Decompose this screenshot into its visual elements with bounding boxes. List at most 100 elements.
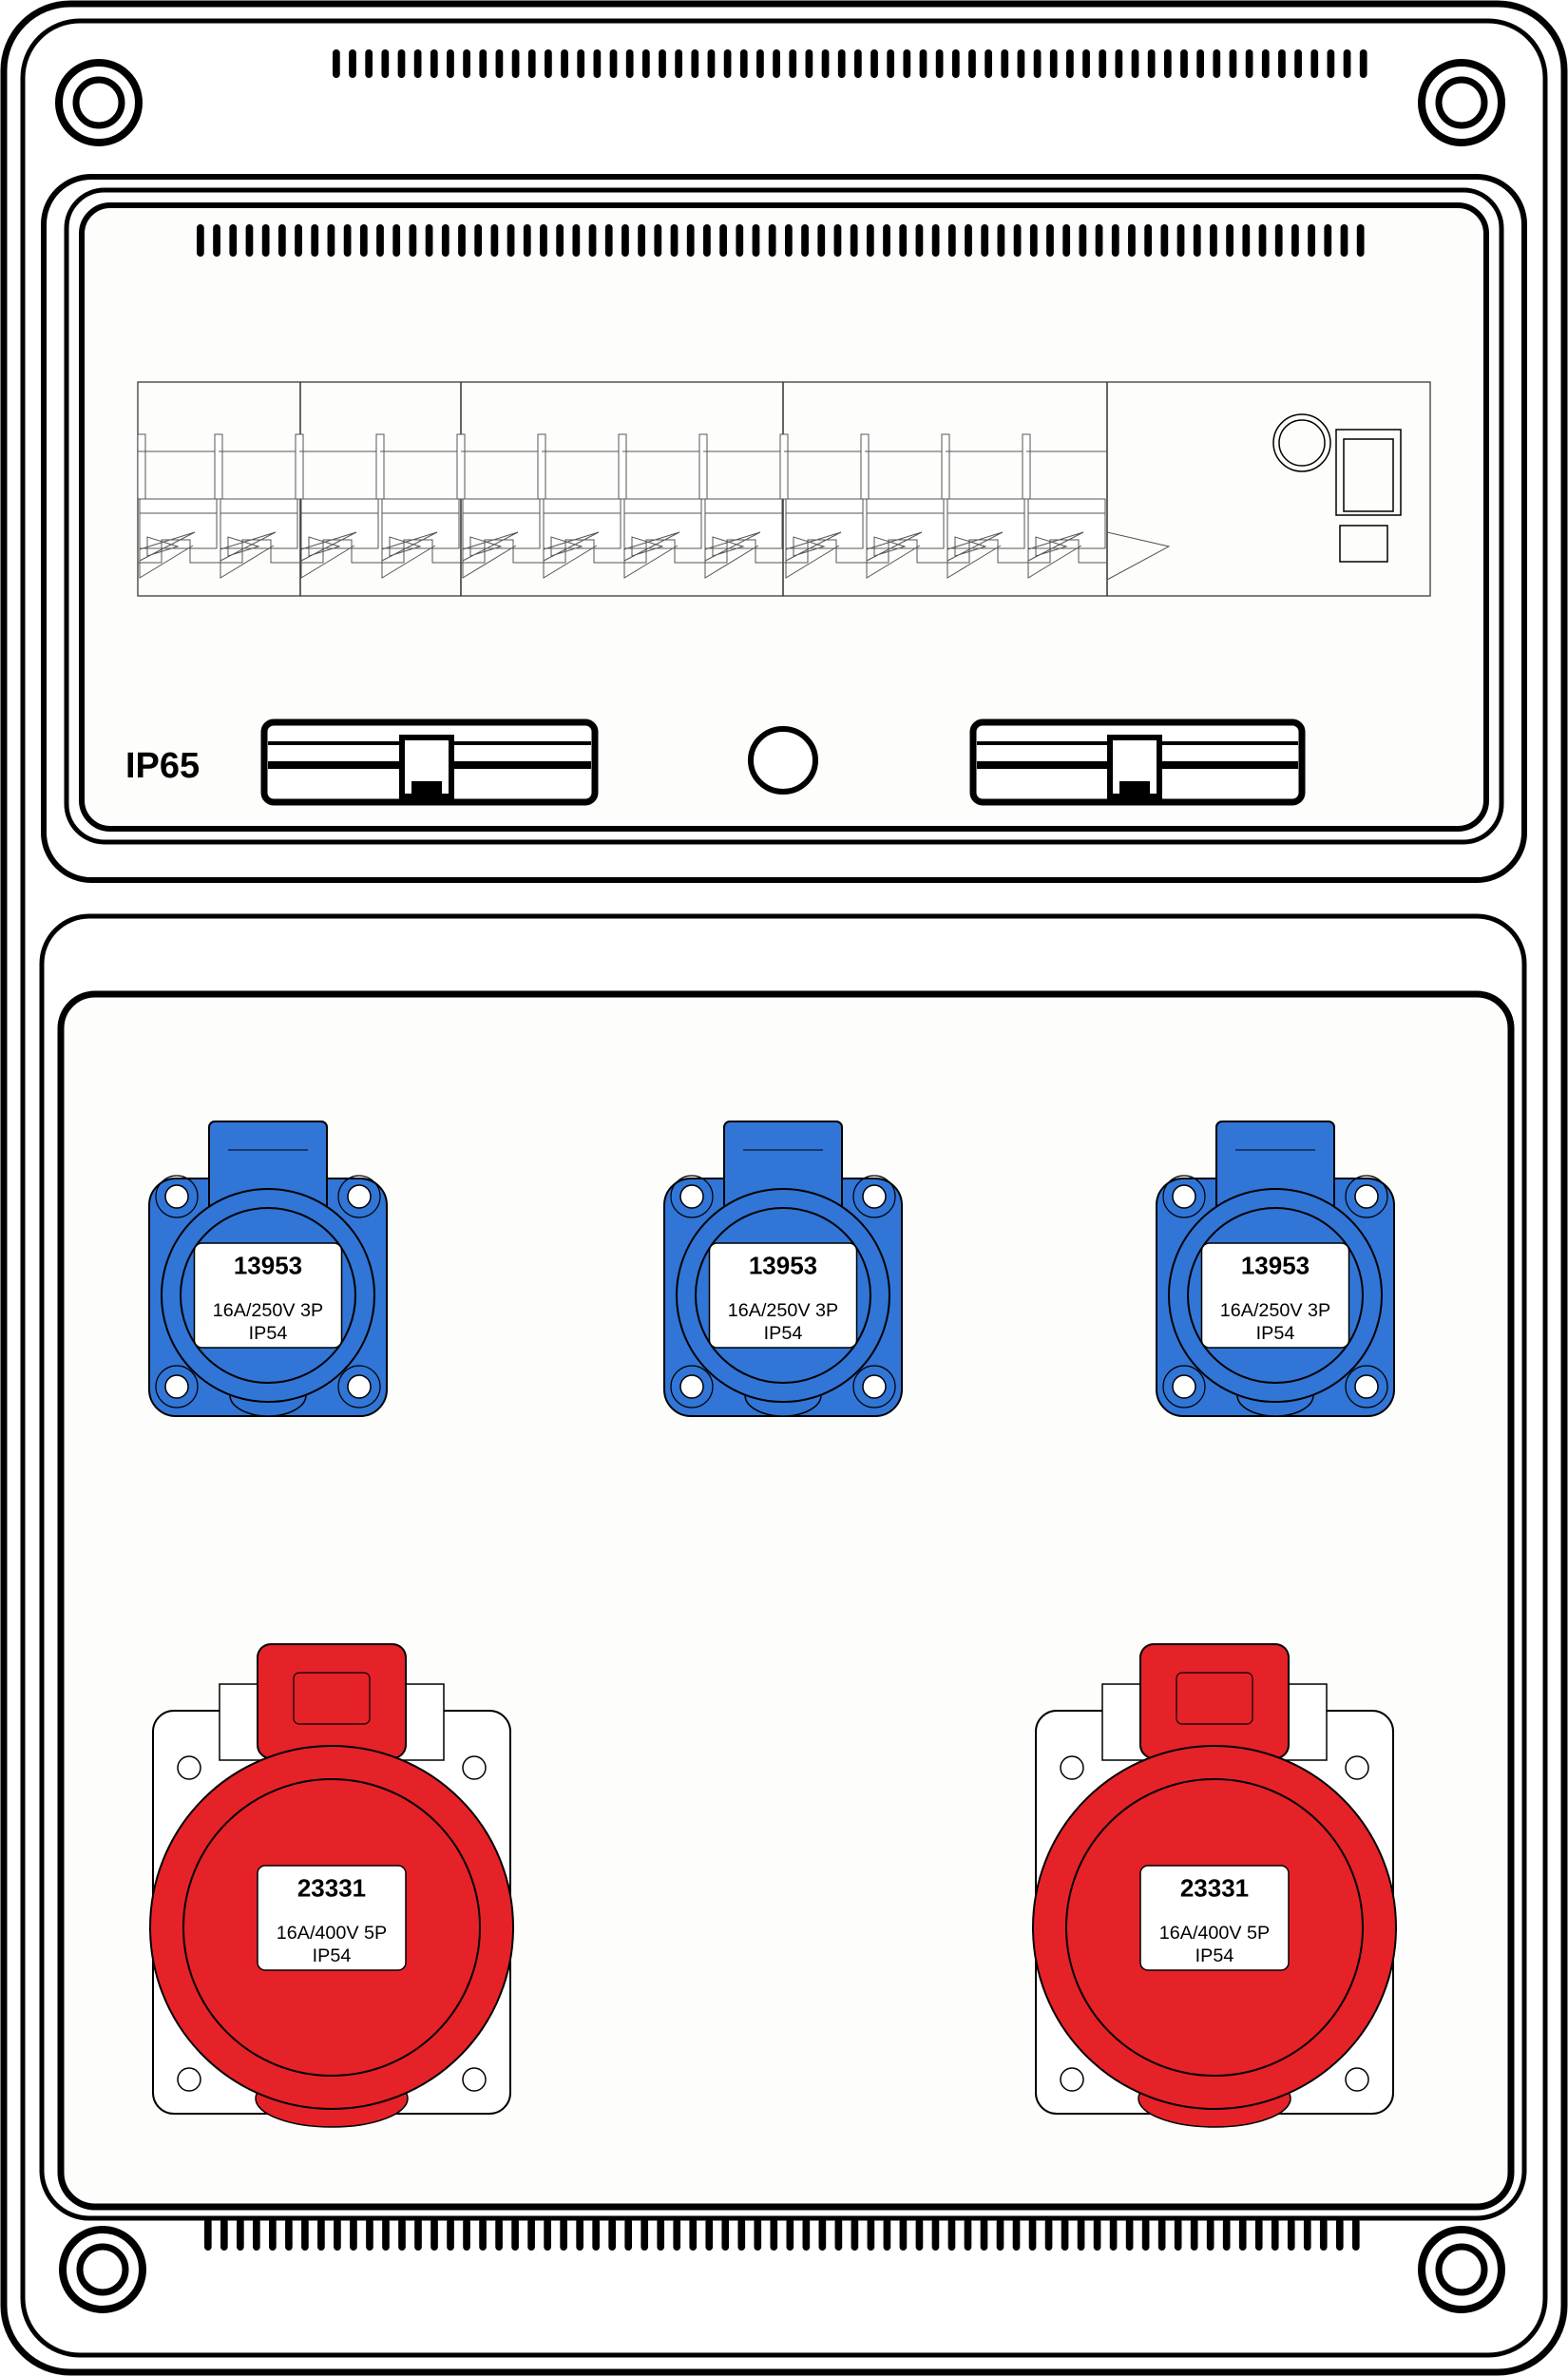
- vent-slot: [495, 2218, 503, 2251]
- socket-spec: 16A/250V 3P: [728, 1300, 838, 1321]
- latch-right[interactable]: [969, 719, 1306, 806]
- mounting-hole: [462, 2067, 487, 2092]
- circuit-breaker[interactable]: [698, 433, 784, 579]
- circuit-breaker[interactable]: [375, 433, 461, 579]
- socket-code: 13953: [234, 1252, 302, 1280]
- mounting-hole: [347, 1184, 372, 1209]
- vent-slot: [768, 224, 776, 257]
- circuit-breaker[interactable]: [779, 433, 865, 579]
- vent-slot: [463, 49, 470, 78]
- vent-slot: [1324, 224, 1332, 257]
- circuit-breaker[interactable]: [456, 433, 542, 579]
- vent-slot: [1131, 49, 1139, 78]
- latch-left[interactable]: [260, 719, 599, 806]
- vent-slot: [854, 49, 862, 78]
- vent-slot: [947, 224, 956, 257]
- vent-slot: [997, 224, 1005, 257]
- vent-slot: [523, 224, 531, 257]
- vent-slot: [1082, 49, 1090, 78]
- vent-slot: [382, 2218, 390, 2251]
- vent-slot: [770, 2218, 778, 2251]
- vent-slot: [458, 224, 466, 257]
- vent-slot: [511, 49, 520, 78]
- vent-slot: [1245, 49, 1253, 78]
- vent-slot: [381, 49, 390, 78]
- circuit-breaker[interactable]: [295, 433, 380, 579]
- vent-slot: [1125, 2218, 1134, 2251]
- vent-slot: [430, 2218, 438, 2251]
- vent-slot: [1029, 224, 1038, 257]
- vent-slot: [588, 224, 597, 257]
- vent-slot: [301, 2218, 309, 2251]
- vent-slot: [576, 2218, 583, 2251]
- mounting-hole: [347, 1374, 372, 1399]
- socket-code: 13953: [749, 1252, 817, 1280]
- vent-slot: [919, 49, 927, 78]
- mounting-hole: [1060, 2067, 1084, 2092]
- socket-code: 13953: [1241, 1252, 1310, 1280]
- vent-slot: [789, 49, 797, 78]
- vent-slot: [1287, 2218, 1295, 2251]
- vent-slot: [1303, 2218, 1311, 2251]
- vent-slot: [441, 224, 449, 257]
- ip-rating-label: IP65: [125, 746, 200, 786]
- vent-slot: [213, 224, 220, 257]
- vent-slot: [818, 2218, 827, 2251]
- circuit-breaker[interactable]: [860, 433, 946, 579]
- vent-slot: [703, 224, 711, 257]
- mounting-hole: [164, 1184, 189, 1209]
- circuit-breaker[interactable]: [618, 433, 703, 579]
- vent-slot: [673, 2218, 681, 2251]
- vent-slot: [883, 224, 890, 257]
- socket-spec: 16A/400V 5P: [1159, 1923, 1270, 1944]
- vent-slot: [624, 2218, 633, 2251]
- vent-slot: [833, 224, 842, 257]
- vent-slot: [1077, 2218, 1085, 2251]
- vent-slot: [964, 2218, 972, 2251]
- vent-slot: [641, 2218, 649, 2251]
- vent-slot: [479, 49, 488, 78]
- vent-slot: [867, 2218, 875, 2251]
- lock-hole[interactable]: [748, 726, 818, 795]
- enclosure-inner-rim: [20, 18, 1548, 2358]
- socket-ip: IP54: [313, 1945, 352, 1966]
- vent-slot: [754, 2218, 762, 2251]
- vent-slot: [951, 49, 960, 78]
- socket-ip: IP54: [1195, 1945, 1234, 1966]
- circuit-breaker[interactable]: [941, 433, 1026, 579]
- breaker-row: [137, 381, 1431, 597]
- vent-slot: [981, 224, 989, 257]
- vent-slot: [1226, 224, 1233, 257]
- vent-slot: [327, 224, 335, 257]
- circuit-breaker[interactable]: [1022, 433, 1107, 579]
- circuit-breaker[interactable]: [214, 433, 299, 579]
- vent-slot: [1012, 2218, 1021, 2251]
- vent-slot: [1062, 224, 1071, 257]
- screw-bottom-right: [1418, 2226, 1505, 2313]
- vent-slot: [572, 224, 581, 257]
- circuit-breaker[interactable]: [137, 433, 219, 579]
- socket-label: [1200, 1242, 1350, 1349]
- vent-slot: [1157, 2218, 1166, 2251]
- socket-label: [193, 1242, 343, 1349]
- vent-slot: [817, 224, 826, 257]
- vent-slot: [561, 49, 568, 78]
- socket-ip: IP54: [249, 1323, 288, 1344]
- mounting-hole: [862, 1184, 887, 1209]
- vent-slot: [545, 49, 552, 78]
- circuit-breaker[interactable]: [537, 433, 622, 579]
- vent-slot: [1099, 49, 1107, 78]
- vent-slot: [349, 49, 356, 78]
- vent-slot: [1343, 49, 1351, 78]
- vent-slot: [409, 224, 417, 257]
- vent-slot: [657, 2218, 665, 2251]
- vent-slot: [785, 224, 793, 257]
- vent-slot: [899, 224, 908, 257]
